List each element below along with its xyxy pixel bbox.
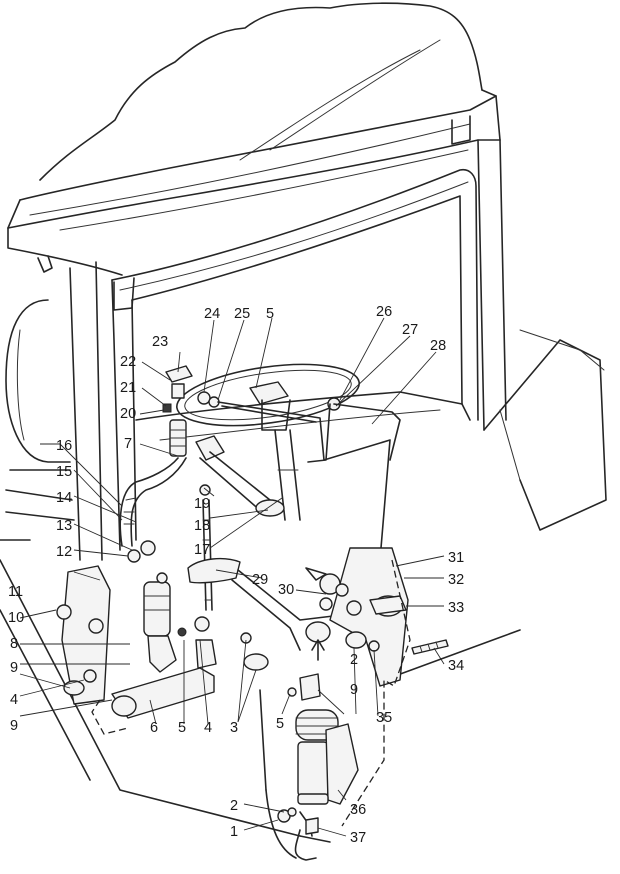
label-16: 16 — [56, 438, 72, 454]
label-26: 26 — [376, 304, 392, 320]
right-bracket — [305, 547, 449, 827]
leader-lines — [19, 317, 445, 837]
label-34: 34 — [448, 658, 464, 674]
label-19: 19 — [194, 496, 210, 512]
label-13: 13 — [56, 518, 72, 534]
label-37: 37 — [350, 830, 366, 846]
clutch-pedal — [187, 435, 351, 651]
label-27: 27 — [402, 322, 418, 338]
label-5-mid: 5 — [178, 720, 186, 736]
label-1: 1 — [230, 824, 238, 840]
label-31: 31 — [448, 550, 464, 566]
label-12: 12 — [56, 544, 72, 560]
label-20: 20 — [120, 406, 136, 422]
label-9-right: 9 — [350, 682, 358, 698]
upper-hydraulic-line — [119, 365, 401, 591]
label-18: 18 — [194, 518, 210, 534]
left-bracket — [56, 540, 269, 735]
label-28: 28 — [430, 338, 446, 354]
label-10: 10 — [8, 610, 24, 626]
callout-labels: 23 24 25 5 26 27 28 22 21 20 7 16 15 14 … — [8, 304, 464, 846]
label-2-right: 2 — [350, 652, 358, 668]
label-5-top: 5 — [266, 306, 274, 322]
label-35: 35 — [376, 710, 392, 726]
label-15: 15 — [56, 464, 72, 480]
label-21: 21 — [120, 380, 136, 396]
label-7: 9 — [10, 718, 18, 734]
label-22: 22 — [120, 354, 136, 370]
label-3: 3 — [230, 720, 238, 736]
label-29: 29 — [252, 572, 268, 588]
label-33: 33 — [448, 600, 464, 616]
label-30: 30 — [278, 582, 294, 598]
label-17: 17 — [194, 542, 210, 558]
label-5-right: 5 — [276, 716, 284, 732]
label-32: 32 — [448, 572, 464, 588]
label-6: 6 — [150, 720, 158, 736]
label-4-mid: 4 — [204, 720, 212, 736]
label-2-bottom: 2 — [230, 798, 238, 814]
cab-outline — [0, 2, 607, 843]
label-25: 25 — [234, 306, 250, 322]
label-4-left: 4 — [10, 692, 18, 708]
label-36: 36 — [350, 802, 366, 818]
label-8: 9 — [10, 660, 18, 676]
label-24: 24 — [204, 306, 220, 322]
label-9-left: 8 — [10, 636, 18, 652]
slave-cylinder — [259, 673, 359, 861]
label-11: 11 — [8, 584, 23, 600]
label-9-top: 7 — [124, 436, 132, 452]
label-23: 23 — [152, 334, 168, 350]
label-14: 14 — [56, 490, 72, 506]
